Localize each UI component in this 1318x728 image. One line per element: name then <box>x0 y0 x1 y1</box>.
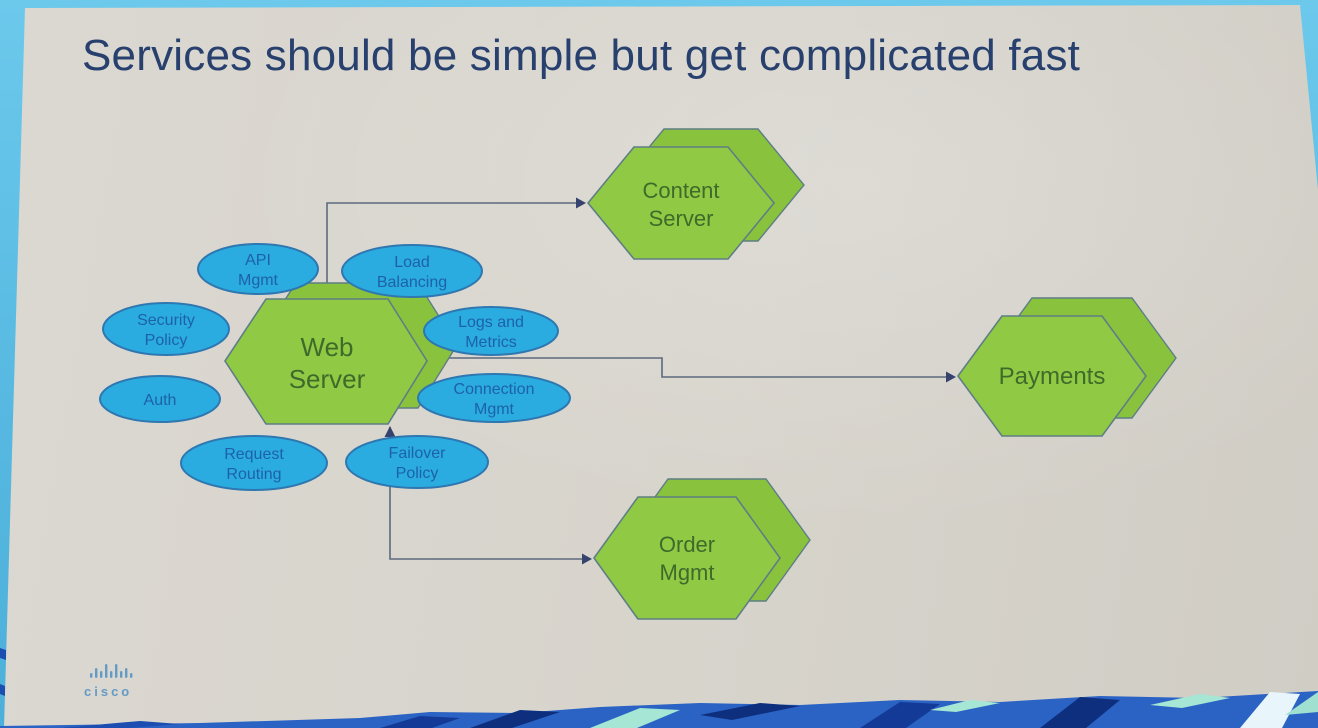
connector-line <box>326 202 582 298</box>
node-label: Server <box>649 206 714 231</box>
ellipse-shape <box>197 243 319 295</box>
node-label: Security <box>137 312 195 329</box>
arrowhead-icon <box>582 553 592 565</box>
node-label: Request <box>224 446 284 463</box>
node-label: Payments <box>999 363 1106 390</box>
ellipse-shape <box>341 244 483 298</box>
ellipse-shape <box>102 302 230 356</box>
hexagon-order-mgmt: Order Mgmt <box>593 478 811 620</box>
ellipse-request-routing: Request Routing <box>180 435 328 491</box>
ellipse-load-balancing: Load Balancing <box>341 244 483 298</box>
arrowhead-icon <box>576 197 586 209</box>
node-label: Auth <box>144 392 177 409</box>
node-label: Balancing <box>377 274 447 291</box>
hexagon-payments: Payments <box>957 297 1177 437</box>
arrowhead-icon <box>384 426 396 437</box>
node-label: Web <box>301 332 354 362</box>
ellipse-failover-policy: Failover Policy <box>345 435 489 489</box>
connector-line <box>428 357 950 378</box>
node-label: Mgmt <box>660 560 715 585</box>
hexagon-web-server: Web Server <box>224 282 458 425</box>
cisco-logo: CISCO <box>84 660 174 698</box>
ellipse-connection-mgmt: Connection Mgmt <box>417 373 571 423</box>
node-label: Policy <box>396 465 439 482</box>
node-label: Failover <box>389 445 447 462</box>
hexagon-shape <box>593 496 781 620</box>
cisco-bars-icon <box>90 664 133 678</box>
node-label: Order <box>659 532 715 557</box>
ellipse-security-policy: Security Policy <box>102 302 230 356</box>
node-label: Server <box>289 364 366 394</box>
ellipse-shape <box>423 306 559 356</box>
node-label: Policy <box>145 332 188 349</box>
hexagon-content-server: Content Server <box>586 128 805 260</box>
node-label: Metrics <box>465 334 517 351</box>
node-label: Mgmt <box>474 401 515 418</box>
ellipse-auth: Auth <box>99 375 221 423</box>
node-label: Mgmt <box>238 272 279 289</box>
hexagon-shape <box>224 298 428 425</box>
slide-title: Services should be simple but get compli… <box>82 31 1081 80</box>
ellipse-shape <box>180 435 328 491</box>
node-label: Load <box>394 254 430 271</box>
ellipse-shape <box>99 375 221 423</box>
ellipse-shape <box>417 373 571 423</box>
hexagon-shape <box>586 146 776 260</box>
arrowhead-icon <box>946 371 956 383</box>
ellipse-api-mgmt: API Mgmt <box>197 243 319 295</box>
node-label: Logs and <box>458 314 524 331</box>
node-label: API <box>245 252 271 269</box>
ellipse-shape <box>345 435 489 489</box>
hexagon-shape <box>957 315 1147 437</box>
cisco-logo-text: CISCO <box>84 684 133 699</box>
node-label: Connection <box>454 381 535 398</box>
ellipse-logs-and-metrics: Logs and Metrics <box>423 306 559 356</box>
node-label: Routing <box>226 466 281 483</box>
node-label: Content <box>642 178 719 203</box>
